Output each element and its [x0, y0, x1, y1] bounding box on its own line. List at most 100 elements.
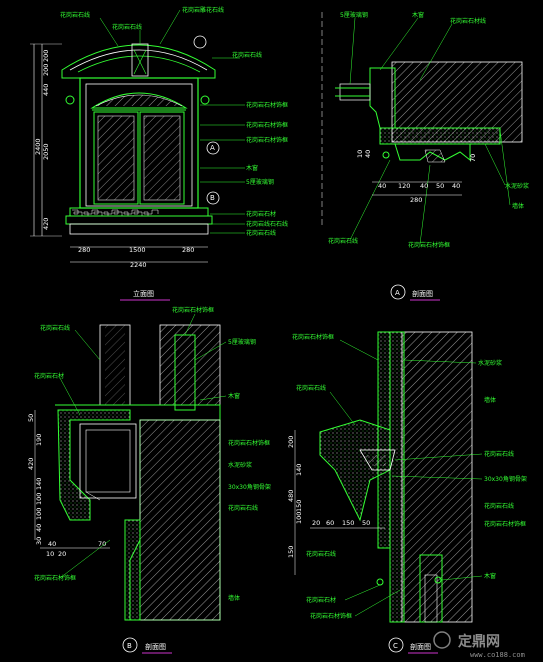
secC-dim-bottom-0: 20 — [312, 519, 320, 527]
section-b-view: 50 190 420 140 100 100 40 30 40 70 10 20… — [27, 306, 271, 654]
secB-callout-left-0: 花岗岩石线 — [40, 324, 70, 332]
watermark-url: www.co188.com — [470, 651, 525, 659]
elev-dim-top-2: 440 — [42, 84, 50, 96]
secA-callout-1: 木窗 — [412, 11, 424, 19]
secB-dim-left-5: 100 — [35, 508, 43, 520]
secC-callout-left-0: 花岗岩石材饰框 — [292, 333, 334, 341]
secA-dim-1: 120 — [398, 182, 410, 190]
secC-callout-right-6: 木窗 — [484, 572, 496, 580]
secC-dim-bottom-2: 150 — [342, 519, 354, 527]
secA-marker: A — [395, 289, 400, 297]
elev-dim-bottom-0: 280 — [78, 246, 90, 254]
secC-dim-left-3: 150 — [295, 500, 303, 512]
secB-callout-right-4: 水泥砂浆 — [228, 461, 252, 469]
secC-callout-right-2: 花岗岩石线 — [484, 450, 514, 458]
secC-dim-left-5: 150 — [287, 546, 295, 558]
secC-callout-left-1: 花岗岩石线 — [296, 384, 326, 392]
secB-callout-right-7: 墙体 — [228, 594, 240, 602]
elev-callout-right-2: 花岗岩石材饰框 — [246, 101, 288, 109]
elev-callout-right-3: 花岗岩石材饰框 — [246, 121, 288, 129]
secC-dim-left-0: 200 — [287, 436, 295, 448]
secB-dim-left-7: 30 — [35, 537, 43, 545]
elev-title: 立面图 — [133, 289, 154, 298]
secA-dim-vert-1: 40 — [364, 150, 372, 158]
secC-callout-right-3: 30x30角钢骨架 — [484, 475, 527, 483]
secC-dim-left-1: 480 — [287, 490, 295, 502]
section-a-view: 5厘玻璃钢 木窗 花岗岩石材线 水泥砂浆 墙体 花岗岩石线 花岗岩石材饰框 40… — [321, 11, 529, 301]
watermark-brand: 定鼎网 — [458, 633, 500, 650]
watermark-logo-icon — [433, 631, 451, 649]
elev-dim-bottom-2: 280 — [182, 246, 194, 254]
secB-dim-bottom-0: 40 — [48, 540, 56, 548]
secC-marker: C — [393, 642, 398, 650]
secA-callout-6: 花岗岩石材饰框 — [408, 241, 450, 249]
elev-callout-left-0: 花岗岩石线 — [60, 11, 90, 19]
secC-title: 剖面图 — [410, 642, 431, 651]
secC-callout-right-4: 花岗岩石线 — [484, 502, 514, 510]
secA-callout-4: 墙体 — [512, 202, 524, 210]
secB-callout-right-2: 木窗 — [228, 392, 240, 400]
secB-dim-left-0: 50 — [27, 414, 35, 422]
secA-dim-vert-2: 70 — [469, 154, 477, 162]
elev-callout-right-9: 花岗岩石线 — [246, 229, 276, 237]
secA-dim-0: 40 — [378, 182, 386, 190]
secC-callout-left-2: 花岗岩石线 — [306, 550, 336, 558]
elev-dim-top-0: 200 — [42, 50, 50, 62]
secB-dim-bottom-2: 10 — [46, 550, 54, 558]
secC-dim-left-2: 140 — [295, 464, 303, 476]
elev-callout-right-1: 花岗岩石线 — [232, 51, 262, 59]
elev-callout-right-8: 花岗岩线石石线 — [246, 220, 288, 228]
elev-dim-bottom-1: 1500 — [129, 246, 146, 254]
secC-dim-bottom-1: 60 — [326, 519, 334, 527]
marker-a-ref: A — [210, 144, 215, 152]
elev-callouts-right: 花岗岩雕花石线 花岗岩石线 花岗岩石材饰框 花岗岩石材饰框 花岗岩石材饰框 木窗… — [159, 6, 288, 237]
secA-dim-total: 280 — [410, 196, 422, 204]
section-c-view: 200 480 140 150 100 150 20 60 150 50 花岗岩… — [287, 331, 527, 654]
marker-b-ref: B — [210, 194, 215, 202]
secB-dim-left-2: 420 — [27, 458, 35, 470]
secC-dim-bottom-3: 50 — [362, 519, 370, 527]
secA-callout-5: 花岗岩石线 — [328, 237, 358, 245]
elev-dim-top-1: 200 — [42, 64, 50, 76]
secB-callout-right-3: 花岗岩石材饰框 — [228, 439, 270, 447]
elev-dim-outer: 2400 — [34, 138, 42, 155]
secB-dim-left-1: 190 — [35, 434, 43, 446]
secB-callout-right-1: 5厘玻璃钢 — [228, 338, 256, 346]
secB-dim-left-3: 140 — [35, 478, 43, 490]
elev-callout-right-5: 木窗 — [246, 164, 258, 172]
secC-callout-left-3: 花岗岩石材 — [306, 596, 336, 604]
secA-title: 剖面图 — [412, 289, 433, 298]
secA-callout-3: 水泥砂浆 — [505, 182, 529, 190]
secC-callout-right-0: 水泥砂浆 — [478, 359, 502, 367]
elev-callout-right-4: 花岗岩石材饰框 — [246, 136, 288, 144]
elev-callout-left-1: 花岗岩石线 — [112, 23, 142, 31]
secA-dim-vert-0: 10 — [356, 150, 364, 158]
secB-dim-left-4: 100 — [35, 493, 43, 505]
secC-dim-left-4: 100 — [295, 512, 303, 524]
elev-callout-right-6: 5厘玻璃钢 — [246, 178, 274, 186]
secB-callout-left-1: 花岗岩石材 — [34, 372, 64, 380]
secC-callout-right-1: 墙体 — [484, 396, 496, 404]
secB-marker: B — [127, 642, 132, 650]
elev-dim-total: 2240 — [130, 261, 147, 269]
secA-dim-4: 40 — [452, 182, 460, 190]
elev-dim-inner-1: 420 — [42, 218, 50, 230]
secA-dim-3: 50 — [436, 182, 444, 190]
secC-callout-left-4: 花岗岩石材饰框 — [310, 612, 352, 620]
secA-callout-0: 5厘玻璃钢 — [340, 11, 368, 19]
secC-callout-right-5: 花岗岩石材饰框 — [484, 520, 526, 528]
secB-callout-right-0: 花岗岩石材饰框 — [172, 306, 214, 314]
elev-callout-right-0: 花岗岩雕花石线 — [182, 6, 224, 14]
elev-callout-right-7: 花岗岩石材 — [246, 210, 276, 218]
secB-dim-bottom-3: 20 — [58, 550, 66, 558]
elev-dim-inner-0: 2050 — [42, 143, 50, 160]
secA-callout-2: 花岗岩石材线 — [450, 17, 486, 25]
elevation-view: A B 2400 2050 420 200 200 440 280 1500 2… — [30, 6, 288, 301]
secB-callout-left-2: 花岗岩石材饰框 — [34, 574, 76, 582]
secB-dim-bottom-1: 70 — [98, 540, 106, 548]
secB-dim-left-6: 40 — [35, 524, 43, 532]
secB-callout-right-5: 30x30角钢骨架 — [228, 483, 271, 491]
watermark: 定鼎网 www.co188.com — [433, 631, 525, 659]
secA-dim-2: 40 — [420, 182, 428, 190]
